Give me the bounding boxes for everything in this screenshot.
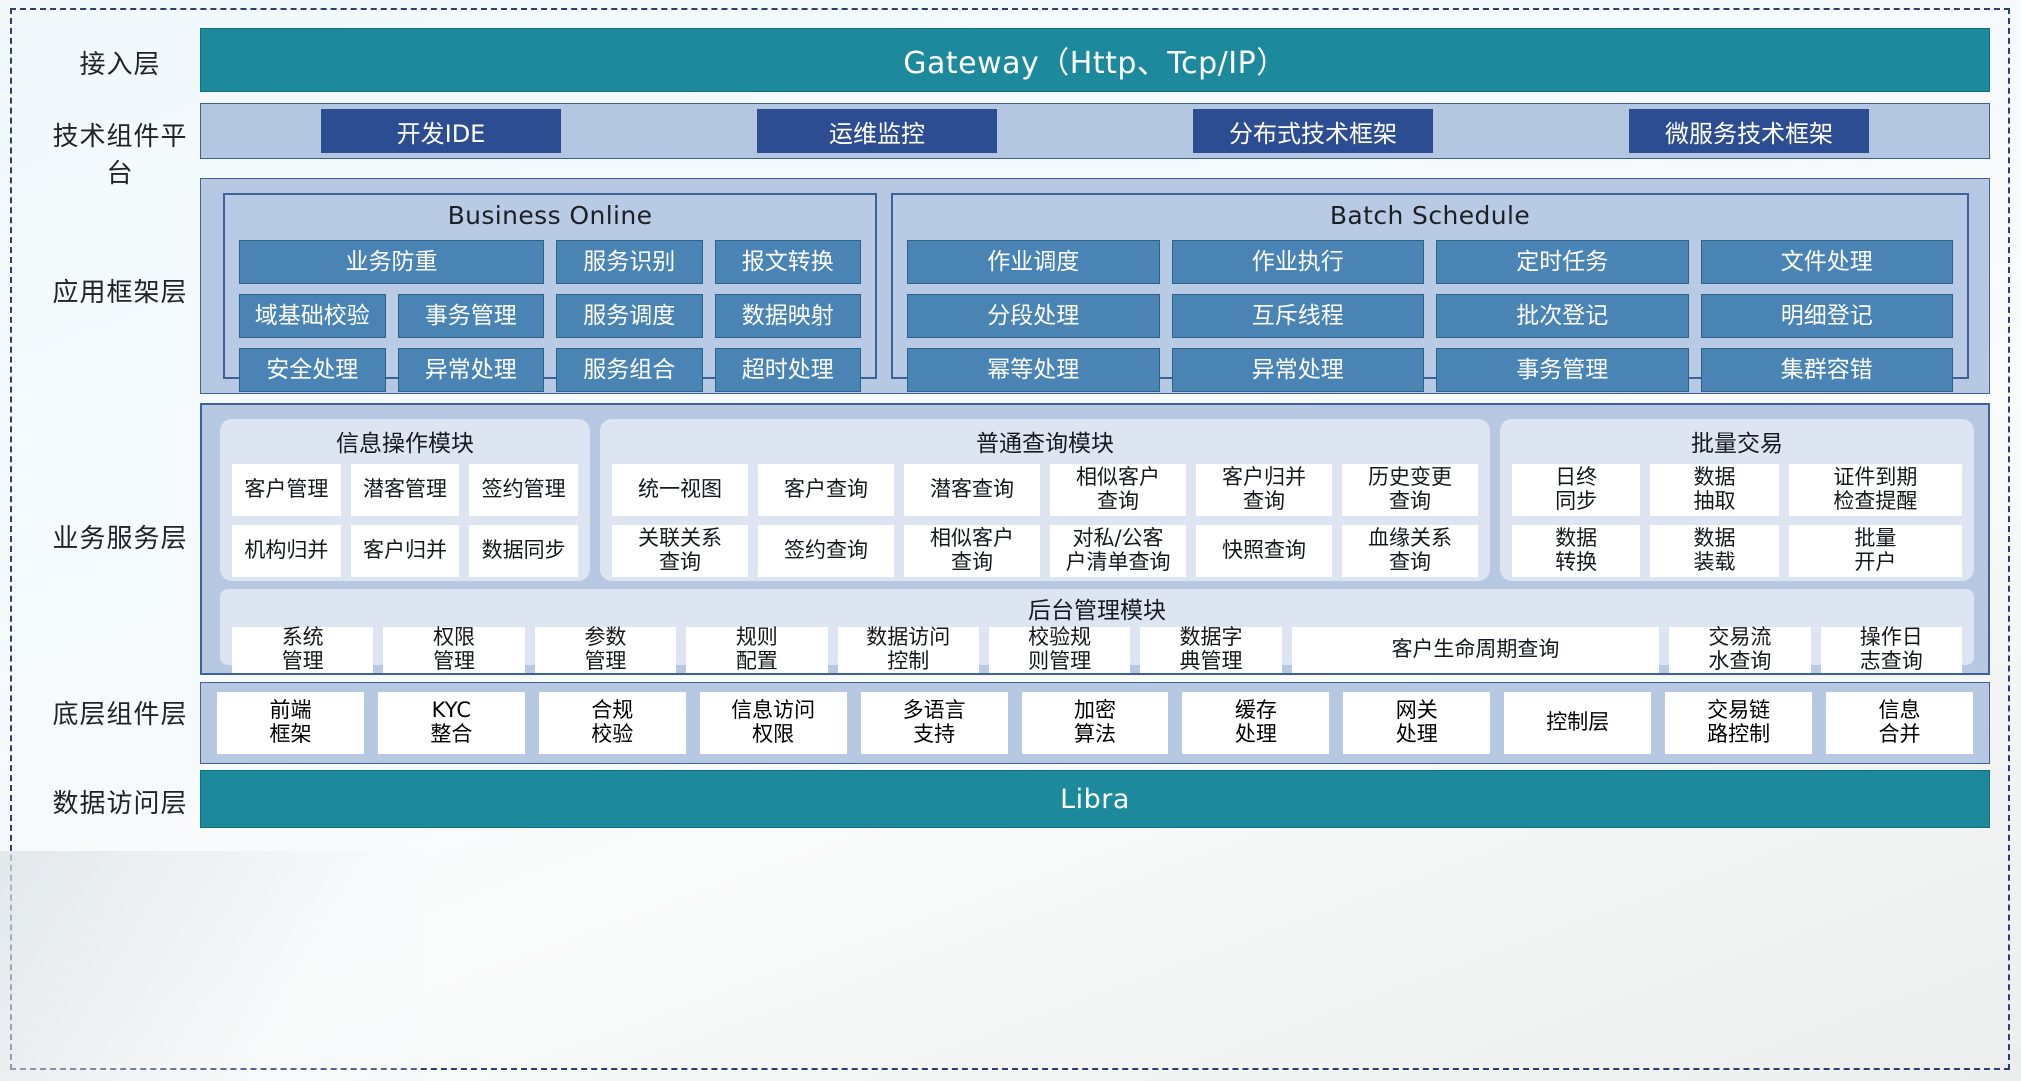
ba-system-mgmt[interactable]: 系统管理 (232, 626, 374, 673)
bc-multilanguage-support[interactable]: 多语言支持 (860, 692, 1008, 754)
bo-chip-timeout[interactable]: 超时处理 (714, 348, 861, 392)
ba-data-access-ctrl[interactable]: 数据访问控制 (837, 626, 979, 673)
module-info-ops: 信息操作模块 客户管理 潜客管理 签约管理 机构归并 客户归并 数据同步 (220, 419, 590, 581)
batch-schedule-title: Batch Schedule (1329, 201, 1531, 230)
bs-chip-job-sched[interactable]: 作业调度 (907, 240, 1160, 284)
ba-transaction-flow-query[interactable]: 交易流水查询 (1669, 626, 1811, 673)
ba-param-mgmt[interactable]: 参数管理 (534, 626, 677, 673)
bo-chip-data-map[interactable]: 数据映射 (714, 294, 861, 338)
module-batch-trade: 批量交易 日终同步 数据抽取 证件到期检查提醒 数据转换 数据装载 批量开户 (1500, 419, 1974, 581)
bs-chip-idempotent[interactable]: 幂等处理 (907, 348, 1160, 392)
ba-data-dictionary-mgmt[interactable]: 数据字典管理 (1140, 626, 1282, 673)
bo-chip-tx-manage[interactable]: 事务管理 (397, 294, 544, 338)
bt-eod-sync[interactable]: 日终同步 (1512, 464, 1641, 516)
bs-chip-file-proc[interactable]: 文件处理 (1700, 240, 1953, 284)
bc-gateway-processing[interactable]: 网关处理 (1343, 692, 1491, 754)
cq-prospect-query[interactable]: 潜客查询 (904, 464, 1040, 516)
layer-label-tech-platform: 技术组件平台 (52, 122, 188, 189)
business-online-title: Business Online (447, 201, 653, 230)
bo-chip-service-id[interactable]: 服务识别 (556, 240, 703, 284)
common-query-title: 普通查询模块 (976, 431, 1114, 457)
bo-chip-anti-dup[interactable]: 业务防重 (239, 240, 544, 284)
tech-chip-ops[interactable]: 运维监控 (757, 109, 997, 153)
ba-operation-log-query[interactable]: 操作日志查询 (1820, 626, 1962, 673)
layer-label-app-framework: 应用框架层 (52, 278, 188, 308)
module-backend-admin: 后台管理模块 系统管理 权限管理 参数管理 规则配置 数据访问控制 校验规则管理… (220, 589, 1974, 673)
batch-trade-title: 批量交易 (1691, 431, 1783, 457)
backend-admin-title: 后台管理模块 (1028, 598, 1166, 624)
ba-permission-mgmt[interactable]: 权限管理 (383, 626, 525, 673)
tech-chip-ide[interactable]: 开发IDE (321, 109, 561, 153)
bt-data-extract[interactable]: 数据抽取 (1650, 464, 1779, 516)
data-access-band: Libra (200, 770, 1990, 828)
cq-similar-customer-query-2[interactable]: 相似客户查询 (904, 525, 1040, 577)
info-ops-customer-merge[interactable]: 客户归并 (350, 525, 460, 577)
ba-validation-rule-mgmt[interactable]: 校验规则管理 (988, 626, 1131, 673)
bo-chip-exception[interactable]: 异常处理 (397, 348, 544, 392)
module-common-query: 普通查询模块 统一视图 客户查询 潜客查询 相似客户查询 客户归并查询 历史变更… (600, 419, 1490, 581)
cq-similar-customer-query-1[interactable]: 相似客户查询 (1050, 464, 1186, 516)
bc-info-access-permission[interactable]: 信息访问权限 (699, 692, 847, 754)
bo-chip-service-sched[interactable]: 服务调度 (556, 294, 703, 338)
layer-label-access: 接入层 (79, 50, 161, 80)
business-service-band-top: 信息操作模块 客户管理 潜客管理 签约管理 机构归并 客户归并 数据同步 普通查… (200, 403, 1990, 675)
cq-customer-merge-query[interactable]: 客户归并查询 (1196, 464, 1332, 516)
bs-chip-job-exec[interactable]: 作业执行 (1171, 240, 1424, 284)
bs-chip-exception[interactable]: 异常处理 (1171, 348, 1424, 392)
bc-cache-processing[interactable]: 缓存处理 (1182, 692, 1330, 754)
panel-business-online: Business Online 业务防重 服务识别 报文转换 域基础校验 事务管… (223, 193, 877, 392)
info-ops-contract-mgmt[interactable]: 签约管理 (469, 464, 578, 516)
bs-chip-segmented[interactable]: 分段处理 (907, 294, 1160, 338)
bo-chip-security[interactable]: 安全处理 (239, 348, 386, 392)
panel-batch-schedule: Batch Schedule 作业调度 作业执行 定时任务 文件处理 分段处理 … (891, 193, 1969, 392)
layer-label-data-access: 数据访问层 (52, 789, 188, 819)
tech-chip-distributed[interactable]: 分布式技术框架 (1193, 109, 1433, 153)
app-framework-band: Business Online 业务防重 服务识别 报文转换 域基础校验 事务管… (200, 178, 1990, 394)
gateway-title: Gateway（Http、Tcp/IP） (903, 46, 1287, 81)
bo-chip-service-comp[interactable]: 服务组合 (556, 348, 703, 392)
bs-chip-cluster-ft[interactable]: 集群容错 (1700, 348, 1953, 392)
layer-label-business: 业务服务层 (52, 524, 188, 554)
tech-platform-band: 开发IDE 运维监控 分布式技术框架 微服务技术框架 (200, 103, 1990, 159)
bc-transaction-chain-control[interactable]: 交易链路控制 (1665, 692, 1813, 754)
cq-history-change-query[interactable]: 历史变更查询 (1342, 464, 1478, 516)
bc-encryption-algorithm[interactable]: 加密算法 (1021, 692, 1169, 754)
info-ops-prospect-mgmt[interactable]: 潜客管理 (350, 464, 460, 516)
cq-relationship-query[interactable]: 关联关系查询 (612, 525, 748, 577)
gateway-band: Gateway（Http、Tcp/IP） (200, 28, 1990, 92)
layer-label-bottom-comp: 底层组件层 (52, 700, 188, 730)
cq-unified-view[interactable]: 统一视图 (612, 464, 748, 516)
bs-chip-mutex-thread[interactable]: 互斥线程 (1171, 294, 1424, 338)
libra-title: Libra (1060, 783, 1130, 815)
tech-chip-microservice[interactable]: 微服务技术框架 (1629, 109, 1869, 153)
bc-info-merge[interactable]: 信息合并 (1826, 692, 1973, 754)
bo-chip-domain-check[interactable]: 域基础校验 (239, 294, 386, 338)
info-ops-title: 信息操作模块 (336, 431, 474, 457)
info-ops-customer-mgmt[interactable]: 客户管理 (232, 464, 341, 516)
cq-retail-corp-list-query[interactable]: 对私/公客户清单查询 (1050, 525, 1186, 577)
cq-lineage-query[interactable]: 血缘关系查询 (1342, 525, 1478, 577)
cq-snapshot-query[interactable]: 快照查询 (1196, 525, 1332, 577)
info-ops-org-merge[interactable]: 机构归并 (232, 525, 341, 577)
bo-chip-msg-convert[interactable]: 报文转换 (714, 240, 861, 284)
bs-chip-timed-task[interactable]: 定时任务 (1436, 240, 1689, 284)
bt-cert-expiry-reminder[interactable]: 证件到期检查提醒 (1788, 464, 1962, 516)
ba-rule-config[interactable]: 规则配置 (686, 626, 828, 673)
bt-batch-open-account[interactable]: 批量开户 (1788, 525, 1962, 577)
bs-chip-tx-manage[interactable]: 事务管理 (1436, 348, 1689, 392)
cq-contract-query[interactable]: 签约查询 (758, 525, 894, 577)
ba-customer-lifecycle-query[interactable]: 客户生命周期查询 (1291, 627, 1660, 673)
bs-chip-batch-reg[interactable]: 批次登记 (1436, 294, 1689, 338)
bs-chip-detail-reg[interactable]: 明细登记 (1700, 294, 1953, 338)
bt-data-transform[interactable]: 数据转换 (1512, 525, 1641, 577)
bc-control-layer[interactable]: 控制层 (1504, 692, 1652, 754)
bt-data-load[interactable]: 数据装载 (1650, 525, 1779, 577)
info-ops-data-sync[interactable]: 数据同步 (469, 525, 578, 577)
bc-compliance-check[interactable]: 合规校验 (538, 692, 686, 754)
bc-frontend-framework[interactable]: 前端框架 (217, 692, 364, 754)
cq-customer-query[interactable]: 客户查询 (758, 464, 894, 516)
